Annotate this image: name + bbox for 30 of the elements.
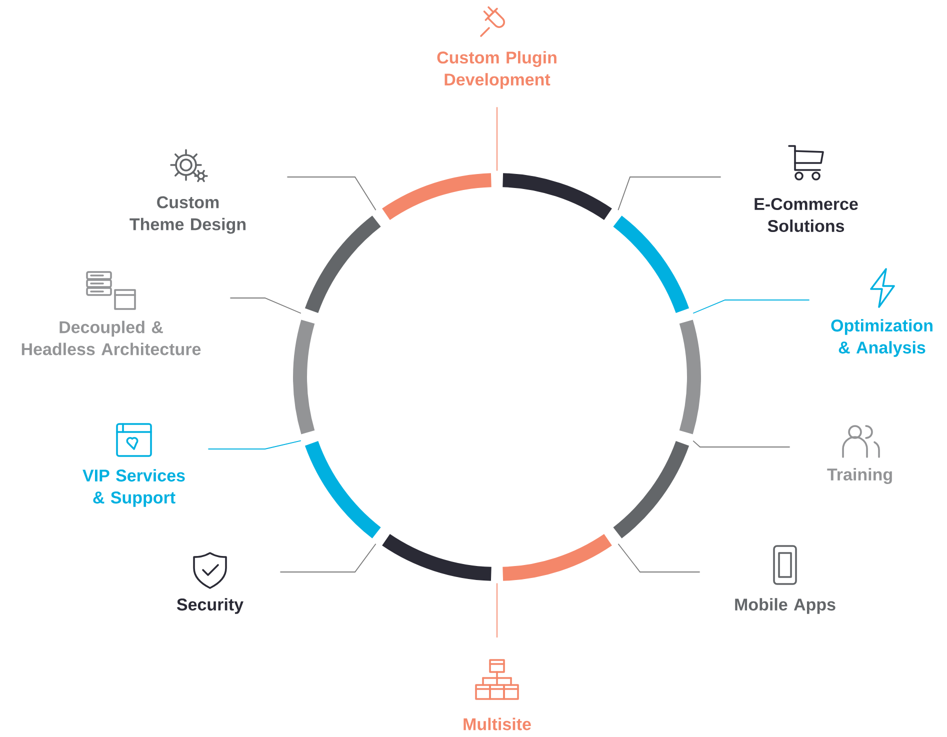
leader-line	[286, 176, 376, 211]
leader-line	[496, 582, 498, 638]
ring-segment	[502, 534, 612, 581]
service-label: Multisite	[464, 718, 531, 730]
leader-line	[618, 543, 700, 572]
ring-segment	[502, 173, 612, 220]
service-label: Optimization & Analysis	[831, 319, 932, 357]
leader-line	[692, 300, 810, 314]
ring-segment	[305, 440, 381, 538]
service-label: Training	[827, 468, 892, 484]
leader-line	[230, 298, 302, 314]
service-label: E-Commerce Solutions	[754, 198, 858, 232]
ring-segment	[293, 320, 315, 434]
service-label: VIP Services & Support	[82, 469, 185, 507]
ring-segment	[382, 173, 492, 220]
ring-segment	[305, 216, 381, 314]
leader-line	[618, 176, 722, 211]
service-label: Mobile Apps	[735, 598, 836, 614]
leader-line	[496, 106, 498, 172]
ring-segment	[382, 534, 492, 581]
leader-line	[208, 440, 302, 450]
service-label: Custom Plugin Development	[437, 51, 556, 89]
leader-line	[692, 440, 790, 448]
leader-line	[280, 543, 376, 572]
service-label: Security	[176, 598, 244, 614]
ring-segment	[613, 216, 690, 314]
service-label: Custom Theme Design	[130, 196, 246, 234]
ring-segment	[679, 320, 701, 434]
service-label: Decoupled & Headless Architecture	[22, 320, 201, 356]
ring-segment	[613, 440, 689, 538]
